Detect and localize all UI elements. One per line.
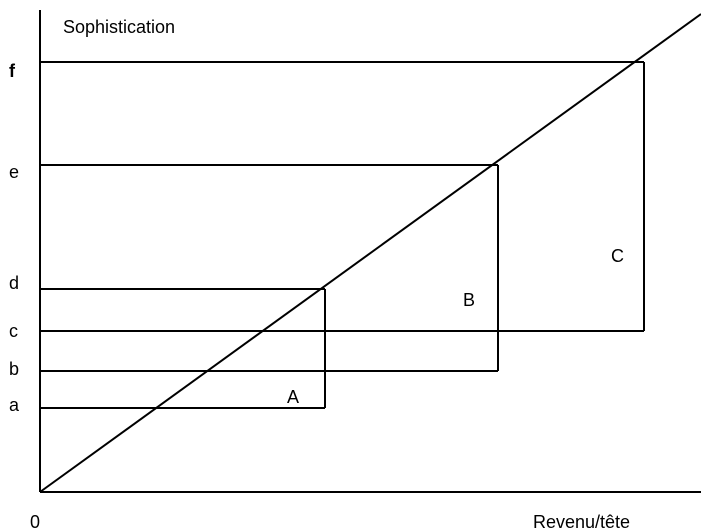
y-label-d: d <box>9 273 19 293</box>
x-axis-title: Revenu/tête <box>533 512 630 531</box>
box-label-b: B <box>463 290 475 310</box>
diagonal-line <box>39 13 701 493</box>
y-label-e: e <box>9 162 19 182</box>
box-label-c: C <box>611 246 624 266</box>
y-label-b: b <box>9 359 19 379</box>
origin-label: 0 <box>30 512 40 531</box>
box-label-a: A <box>287 387 299 407</box>
y-axis-title: Sophistication <box>63 17 175 37</box>
y-label-a: a <box>9 395 20 415</box>
y-label-c: c <box>9 321 18 341</box>
y-label-f: f <box>9 61 16 81</box>
